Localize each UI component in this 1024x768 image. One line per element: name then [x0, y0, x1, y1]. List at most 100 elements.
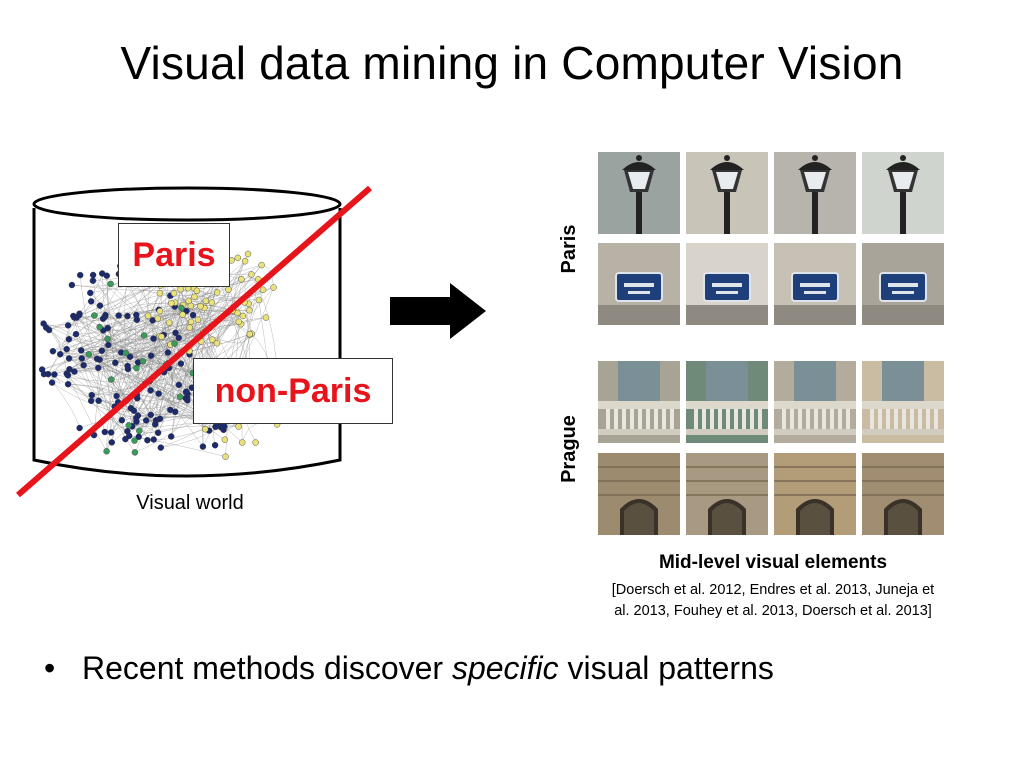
- graph-node: [103, 448, 110, 455]
- graph-node: [112, 359, 119, 367]
- graph-node: [144, 437, 151, 444]
- graph-node: [103, 272, 111, 279]
- graph-node: [238, 439, 246, 446]
- graph-node: [167, 433, 175, 440]
- graph-node: [147, 352, 155, 359]
- graph-node: [63, 345, 70, 353]
- graph-node: [183, 393, 191, 401]
- image-tile-balcony: [862, 361, 944, 443]
- graph-node: [65, 355, 73, 362]
- graph-node: [115, 312, 122, 319]
- graph-node: [179, 311, 186, 318]
- graph-node: [171, 408, 179, 416]
- graph-node: [70, 312, 77, 320]
- citation-line-2: al. 2013, Fouhey et al. 2013, Doersch et…: [614, 603, 932, 619]
- graph-node: [64, 380, 72, 388]
- image-tile-arch: [598, 453, 680, 535]
- graph-node: [270, 284, 277, 291]
- graph-node: [246, 330, 254, 338]
- graph-node: [38, 366, 46, 373]
- graph-node: [158, 333, 165, 340]
- graph-node: [187, 318, 195, 326]
- graph-node: [49, 347, 57, 355]
- graph-node: [150, 436, 157, 443]
- graph-node: [126, 353, 134, 361]
- graph-node: [209, 336, 216, 343]
- graph-node: [76, 424, 83, 432]
- graph-node: [122, 349, 130, 357]
- graph-node: [133, 364, 140, 372]
- graph-node: [170, 290, 178, 297]
- row-label-paris: Paris: [558, 224, 580, 274]
- graph-node: [142, 417, 150, 424]
- graph-node: [105, 341, 112, 349]
- graph-node: [147, 387, 154, 394]
- graph-node: [40, 320, 47, 327]
- graph-node: [96, 356, 103, 363]
- graph-node: [259, 286, 267, 294]
- graph-node: [96, 323, 103, 331]
- graph-node: [144, 312, 152, 320]
- graph-node: [222, 453, 229, 460]
- graph-node: [57, 351, 64, 358]
- graph-node: [194, 316, 202, 324]
- graph-node: [107, 429, 115, 436]
- graph-node: [102, 311, 109, 319]
- graph-node: [136, 427, 143, 434]
- graph-node: [71, 368, 78, 375]
- graph-node: [202, 297, 210, 305]
- bullet-text-suffix: visual patterns: [558, 650, 774, 686]
- graph-node: [246, 307, 253, 314]
- graph-node: [213, 289, 221, 296]
- graph-node: [241, 257, 249, 265]
- graph-node: [96, 302, 104, 309]
- graph-node: [171, 340, 178, 347]
- graph-node: [176, 393, 184, 400]
- graph-node: [130, 407, 138, 414]
- graph-node: [213, 339, 221, 347]
- graph-node: [87, 397, 95, 405]
- graph-node: [175, 381, 183, 389]
- graph-node: [235, 318, 243, 326]
- graph-node: [185, 297, 192, 305]
- graph-node: [131, 437, 138, 444]
- image-tile-lamp: [598, 152, 680, 234]
- graph-node: [168, 300, 175, 307]
- graph-node: [151, 421, 159, 428]
- graph-node: [85, 351, 93, 358]
- image-tile-arch: [686, 453, 768, 535]
- image-tile-arch: [774, 453, 856, 535]
- graph-node: [108, 439, 116, 446]
- non-paris-label-box: non-Paris: [193, 358, 393, 424]
- graph-node: [252, 439, 259, 446]
- graph-node: [98, 347, 106, 355]
- image-tile-arch: [862, 453, 944, 535]
- graph-node: [201, 425, 209, 433]
- graph-node: [155, 390, 162, 397]
- graph-node: [104, 335, 111, 343]
- graph-node: [64, 372, 72, 379]
- graph-node: [199, 443, 207, 450]
- graph-node: [89, 277, 97, 284]
- graph-node: [72, 330, 80, 338]
- graph-node: [197, 303, 204, 310]
- graph-node: [76, 271, 84, 279]
- graph-node: [178, 304, 185, 312]
- graph-node: [150, 335, 157, 342]
- graph-node: [101, 428, 109, 436]
- image-tile-lamp: [862, 152, 944, 234]
- graph-node: [208, 299, 216, 306]
- red-strike-line: [16, 185, 372, 498]
- graph-node: [77, 347, 85, 354]
- graph-node: [140, 332, 148, 339]
- graph-node: [124, 427, 131, 435]
- graph-node: [157, 444, 165, 451]
- graph-node: [107, 280, 114, 288]
- graph-node: [133, 311, 140, 319]
- graph-node: [68, 281, 76, 289]
- graph-node: [51, 371, 58, 378]
- bullet-text-prefix: Recent methods discover: [82, 650, 452, 686]
- graph-node: [193, 287, 201, 295]
- graph-node: [154, 315, 162, 322]
- image-tile-sign: [598, 243, 680, 325]
